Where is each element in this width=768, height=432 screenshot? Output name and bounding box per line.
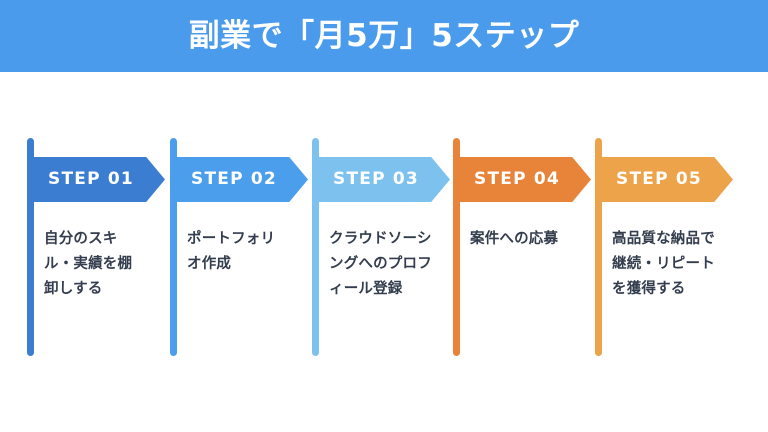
step-description-line: 卸しする [44,281,103,297]
steps-container: STEP 01 自分のスキ ル・実績を棚 卸しする STEP 02 ポートフォリ… [0,72,768,432]
step-description-1: 自分のスキ ル・実績を棚 卸しする [44,227,174,302]
step-description-line: ル・実績を棚 [44,256,133,272]
step-pole-4 [453,138,460,356]
step-description-line: を獲得する [612,281,686,297]
step-description-line: ィール登録 [329,281,403,297]
step-description-line: ポートフォリ [187,231,276,247]
header-banner: 副業で「月5万」5ステップ [0,0,768,72]
step-pole-1 [27,138,34,356]
step-description-line: 継続・リピート [612,256,715,272]
step-label-5: STEP 05 [616,169,702,189]
step-pole-2 [170,138,177,356]
step-description-4: 案件への応募 [470,227,600,252]
step-description-line: 自分のスキ [44,231,118,247]
step-description-5: 高品質な納品で 継続・リピート を獲得する [612,227,742,302]
step-banner-4[interactable]: STEP 04 [457,157,591,202]
page-title: 副業で「月5万」5ステップ [188,17,580,54]
step-label-3: STEP 03 [333,169,419,189]
step-banner-5[interactable]: STEP 05 [599,157,733,202]
step-description-line: 高品質な納品で [612,231,715,247]
step-banner-3[interactable]: STEP 03 [316,157,450,202]
step-label-2: STEP 02 [191,169,277,189]
step-label-1: STEP 01 [48,169,134,189]
step-item-1[interactable]: STEP 01 自分のスキ ル・実績を棚 卸しする [20,72,180,432]
step-label-4: STEP 04 [474,169,560,189]
step-banner-1[interactable]: STEP 01 [31,157,165,202]
step-description-line: ングへのプロフ [329,256,432,272]
step-item-2[interactable]: STEP 02 ポートフォリ オ作成 [163,72,323,432]
step-description-3: クラウドソーシ ングへのプロフ ィール登録 [329,227,459,302]
step-item-5[interactable]: STEP 05 高品質な納品で 継続・リピート を獲得する [588,72,748,432]
step-banner-2[interactable]: STEP 02 [174,157,308,202]
step-pole-5 [595,138,602,356]
step-description-line: クラウドソーシ [329,231,432,247]
step-item-4[interactable]: STEP 04 案件への応募 [446,72,606,432]
step-item-3[interactable]: STEP 03 クラウドソーシ ングへのプロフ ィール登録 [305,72,465,432]
step-description-line: 案件への応募 [470,231,559,247]
step-pole-3 [312,138,319,356]
step-description-line: オ作成 [187,256,232,272]
step-description-2: ポートフォリ オ作成 [187,227,317,277]
